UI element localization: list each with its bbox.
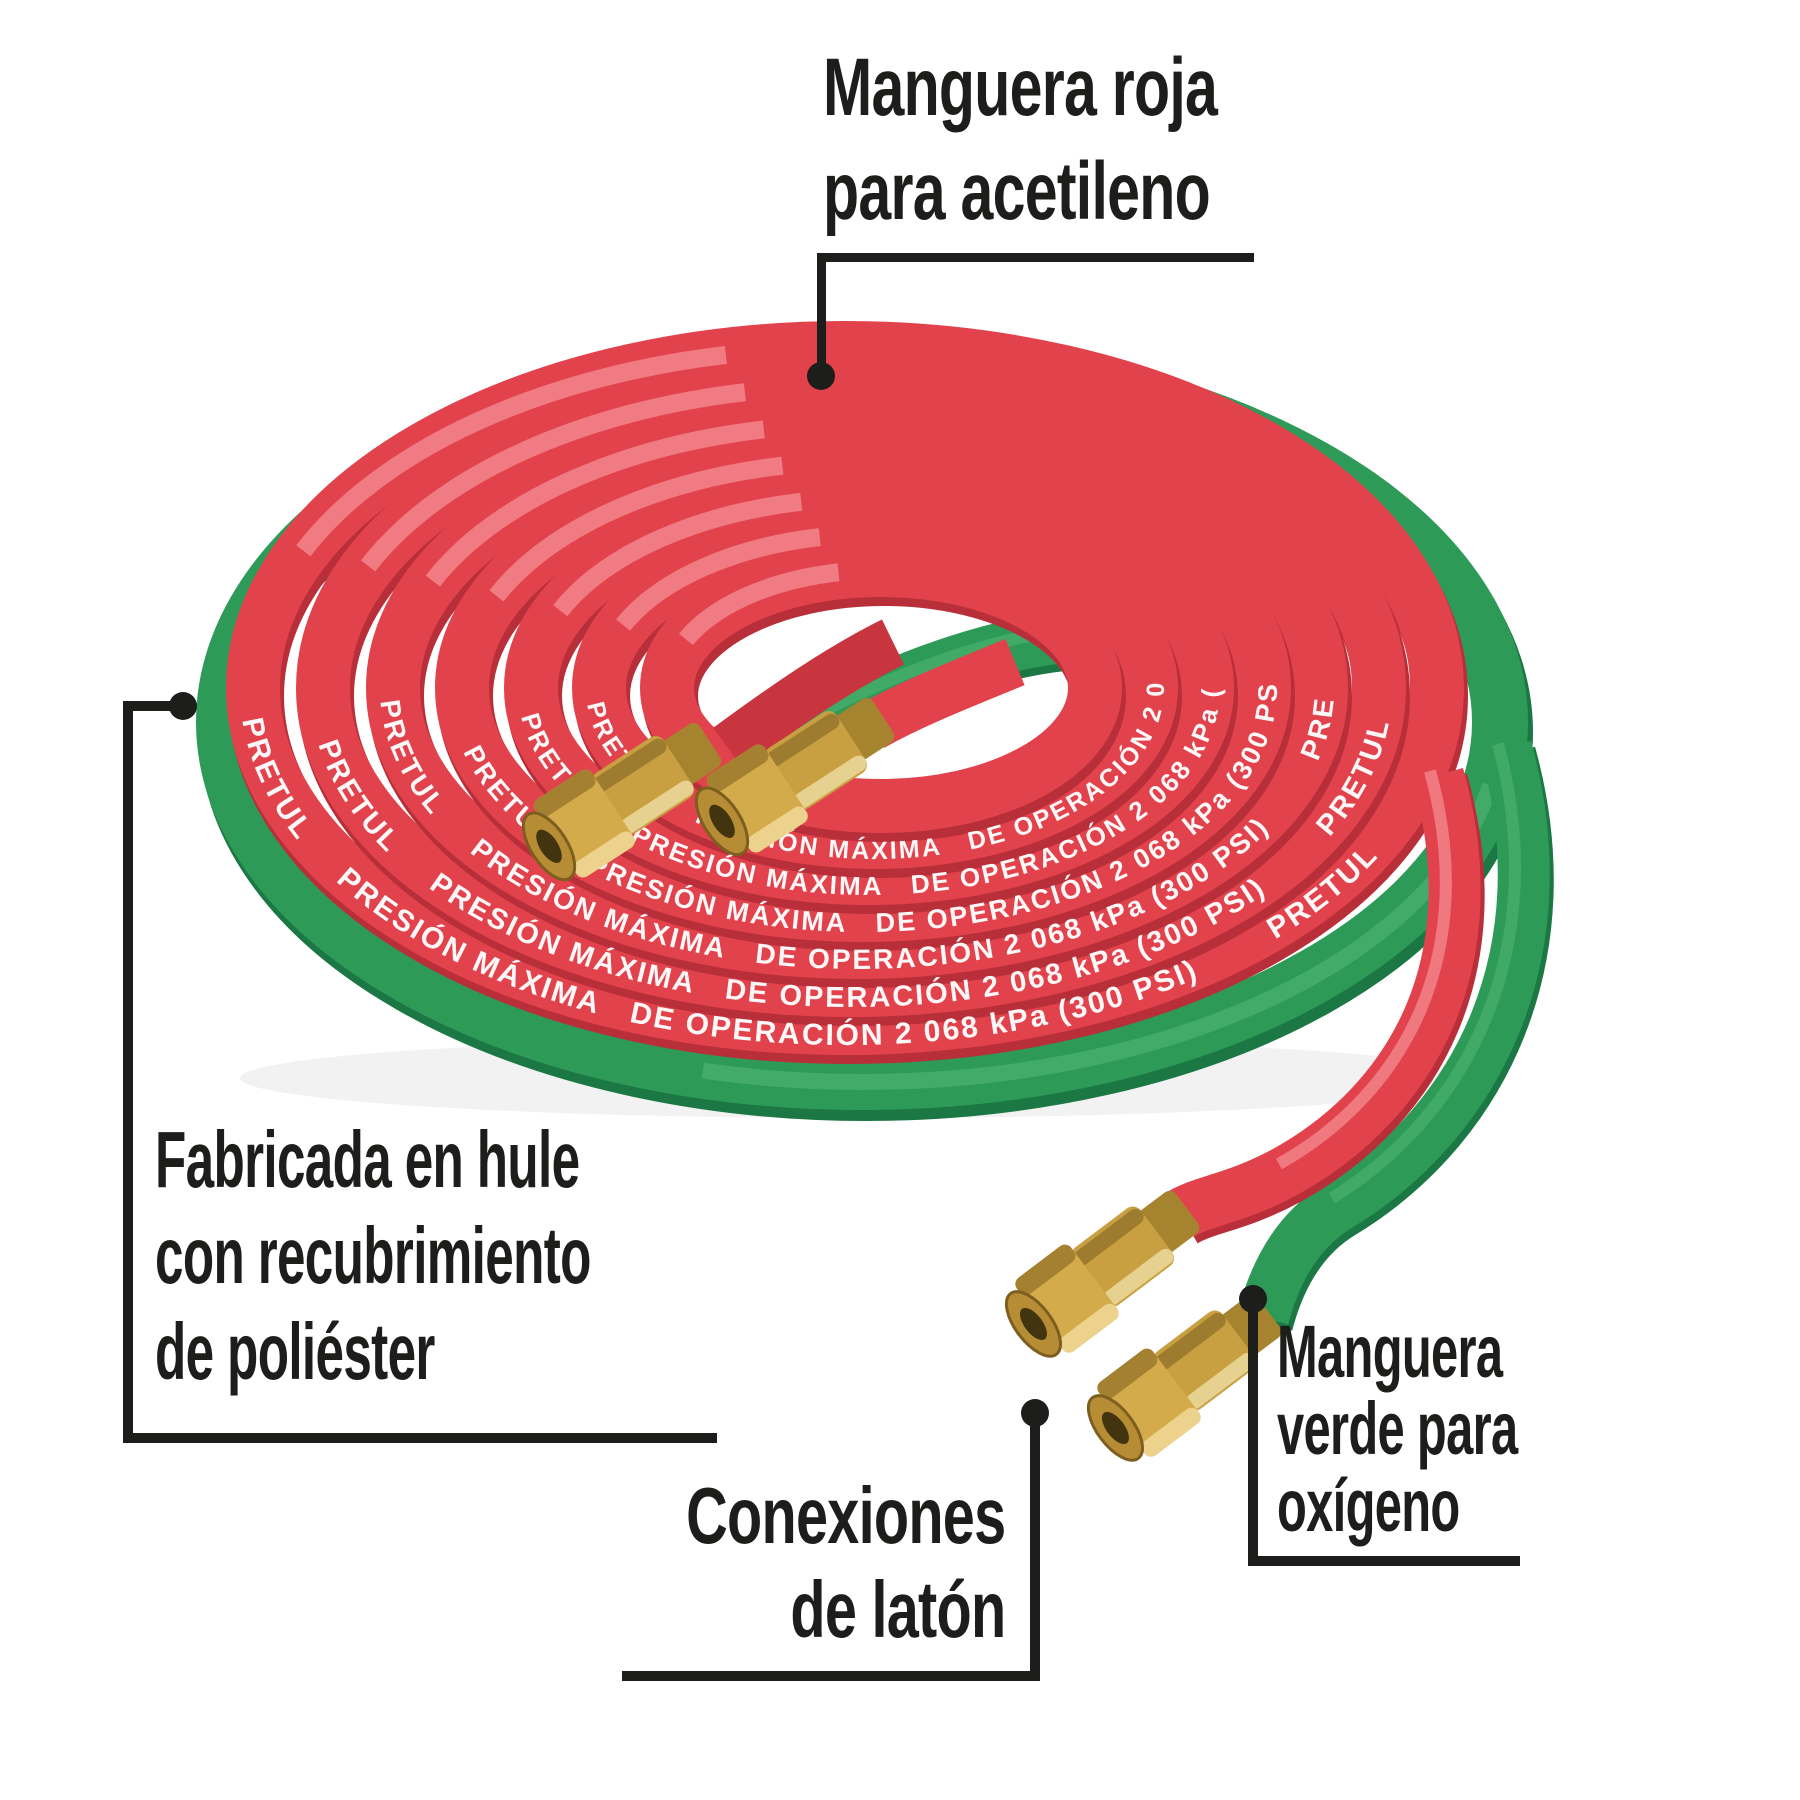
connector-body [764,711,867,810]
red-tail-highlight [1276,769,1452,1170]
red-hose-end [713,619,905,769]
connector-nut-highlight [747,806,808,853]
leader-line-material [123,1433,717,1443]
connector-nut-shade [1015,1244,1076,1296]
connector-nut-highlight [1059,1303,1119,1353]
label-line: de poliéster [155,1307,435,1396]
red-tail [1167,767,1481,1237]
label-line: Manguera [1277,1310,1503,1393]
connector-highlight [1103,1248,1174,1306]
leader-line-material [123,701,133,1443]
label-line: Manguera roja [823,42,1218,133]
connector-body [1153,1310,1257,1411]
leader-line-green-hose [1248,1556,1520,1566]
red-ring [296,359,1406,1017]
green-hose-tail [1237,741,1554,1332]
label-line: de latón [789,1564,1006,1654]
label-line: para acetileno [823,146,1211,238]
leader-dot-red-hose [807,362,835,390]
red-hose-end [859,638,1025,748]
leader-line-red-hose [817,253,826,369]
leader-dot-connectors [1021,1399,1049,1427]
connector-shade [766,713,840,767]
red-ring [572,507,1178,869]
connector-body [591,736,694,835]
connector-nut-shade [533,769,596,818]
leader-line-connectors [1030,1413,1040,1677]
label-line: Fabricada en hule [155,1115,580,1204]
connector-nut-shade [706,744,769,793]
red-hose-coil-inner [504,471,1238,914]
label-line: oxígeno [1277,1463,1460,1547]
leader-line-connectors [622,1671,1040,1681]
red-hose-coil [226,321,1468,1064]
connector-nut-highlight [574,831,635,878]
leader-dot-material [169,692,197,720]
label-line: con recubrimiento [155,1211,591,1300]
leader-line-green-hose [1248,1299,1258,1564]
red-ring [226,321,1464,1055]
brass-connector-center-left [521,722,722,882]
red-ring [366,397,1348,979]
connector-highlight [620,780,694,834]
connector-highlight [1185,1352,1256,1410]
leader-line-red-hose [817,253,1254,262]
callout-connectors-label: Conexiones de latón [685,1469,1006,1656]
leader-line-material [123,701,183,711]
connector-bore [1019,1307,1047,1341]
callout-material-label: Fabricada en hule con recubrimiento de p… [155,1112,591,1400]
red-ring [435,434,1291,942]
red-ring [640,543,1122,833]
connector-nut-highlight [1141,1407,1201,1457]
red-hose-ends [713,619,1025,769]
leader-dot-green-hose [1239,1285,1267,1313]
connector-bore [709,804,735,838]
red-ring [504,471,1234,905]
connector-bore [536,829,562,863]
connector-highlight [793,755,867,809]
green-tail [1237,741,1550,1325]
green-ring-highlight [216,354,1508,1090]
connector-shade [593,738,667,792]
connector-body [1071,1206,1175,1307]
connector-shade [1073,1208,1144,1266]
label-line: verde para [1277,1386,1518,1470]
green-tail-highlight [1328,742,1521,1204]
connector-shade [1155,1312,1226,1370]
connector-bore [1101,1411,1129,1445]
brass-connector-red-tail [1004,1190,1200,1358]
connector-nut-shade [1097,1348,1158,1400]
label-line: Conexiones [685,1471,1006,1560]
brass-connector-center-right [694,697,895,857]
red-hose-tail [1167,767,1485,1244]
callout-red-hose-label: Manguera roja para acetileno [823,36,1218,244]
callout-green-hose-label: Manguera verde para oxígeno [1277,1310,1518,1547]
